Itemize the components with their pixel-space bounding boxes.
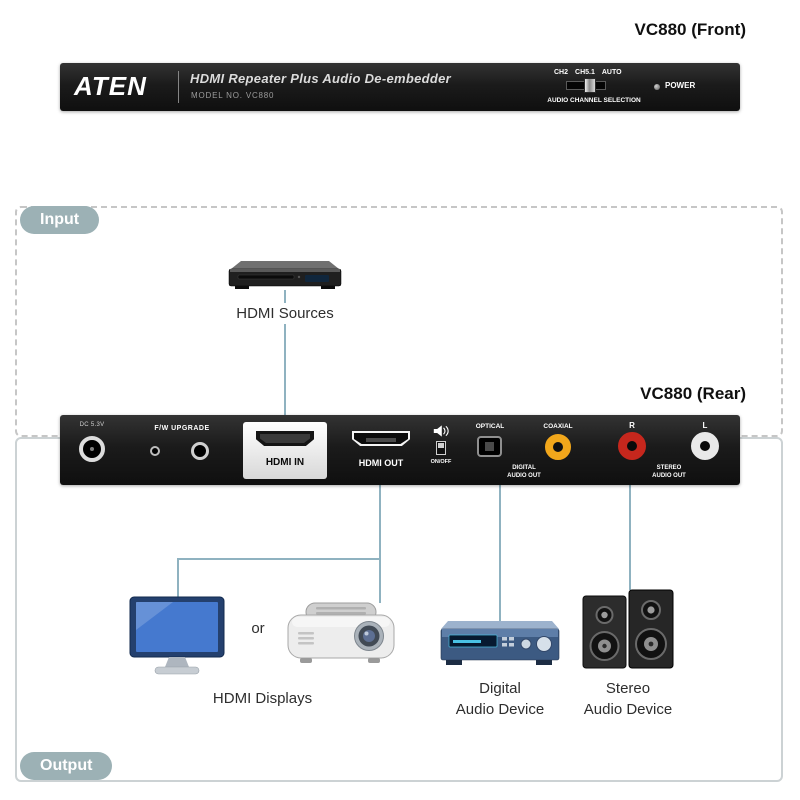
stereo-audio-device-line2: Audio Device	[583, 701, 673, 718]
channel-option-ch2: CH2	[554, 69, 569, 76]
rca-white-port	[691, 432, 719, 460]
stereo-audio-out-label: STEREO AUDIO OUT	[616, 464, 722, 480]
digital-audio-device-line1: Digital	[479, 680, 521, 697]
aten-logo: ATEN	[74, 71, 147, 101]
audio-onoff-group: ON/OFF	[426, 424, 456, 480]
or-label: or	[251, 620, 265, 637]
hdmi-in-connector	[256, 431, 314, 446]
stereo-speakers-image	[582, 588, 674, 675]
digital-audio-device-line2: Audio Device	[455, 701, 545, 718]
dc-power-jack	[79, 436, 105, 462]
coaxial-rca-port	[545, 434, 571, 460]
output-badge: Output	[20, 752, 113, 780]
digital-audio-device-label: Digital Audio Device	[430, 678, 570, 720]
logo-divider	[178, 71, 179, 103]
channel-option-ch51: CH5.1	[575, 69, 595, 76]
optical-label: OPTICAL	[475, 423, 505, 430]
fw-reset-port	[150, 446, 160, 456]
audio-onoff-switch	[436, 441, 446, 455]
hdmi-displays-label: HDMI Displays	[212, 690, 313, 707]
connector-line-source	[284, 290, 286, 418]
stereo-audio-out-line2: AUDIO OUT	[652, 473, 686, 479]
audio-channel-slider-knob	[584, 78, 596, 93]
hdmi-in-slot	[260, 434, 310, 443]
hdmi-out-label: HDMI OUT	[358, 458, 404, 468]
input-badge: Input	[20, 206, 100, 234]
power-led	[654, 84, 660, 90]
audio-channel-selection-label: AUDIO CHANNEL SELECTION	[547, 97, 641, 104]
optical-port-inner	[485, 442, 494, 451]
optical-toslink-port	[477, 436, 502, 457]
digital-audio-out-line2: AUDIO OUT	[507, 473, 541, 479]
digital-audio-device-image	[436, 618, 564, 675]
dc-power-label: DC 5.3V	[79, 422, 105, 428]
speaker-icon	[433, 424, 449, 443]
right-channel-label: R	[629, 421, 635, 430]
stereo-audio-device-label: Stereo Audio Device	[558, 678, 698, 720]
upgrade-jack-port	[191, 442, 209, 460]
power-label: POWER	[665, 81, 696, 90]
hdmi-out-group: HDMI OUT	[339, 422, 423, 479]
on-off-label: ON/OFF	[430, 459, 452, 465]
rear-view-title: VC880 (Rear)	[640, 384, 746, 403]
front-view-title: VC880 (Front)	[634, 20, 746, 39]
audio-onoff-switch-knob	[438, 443, 444, 448]
connector-line-stereo-audio	[629, 485, 631, 590]
monitor-image	[129, 596, 225, 681]
dc-jack-pin	[90, 447, 94, 451]
audio-channel-slider	[566, 78, 606, 93]
hdmi-out-connector	[352, 431, 410, 446]
hdmi-sources-label: HDMI Sources	[210, 303, 360, 324]
projector-image	[286, 598, 396, 675]
connector-line-display-branch	[177, 558, 381, 560]
fw-upgrade-label: F/W UPGRADE	[154, 425, 210, 432]
digital-audio-out-line1: DIGITAL	[512, 465, 536, 471]
stereo-audio-device-line1: Stereo	[605, 680, 651, 697]
rca-red-port	[618, 432, 646, 460]
coaxial-label: COAXIAL	[543, 423, 573, 430]
product-title: HDMI Repeater Plus Audio De-embedder	[190, 71, 451, 86]
connector-line-hdmi-out	[379, 485, 381, 603]
channel-option-auto: AUTO	[601, 69, 622, 76]
hdmi-out-slot	[366, 438, 396, 442]
connector-line-monitor	[177, 558, 179, 600]
hdmi-in-label: HDMI IN	[265, 457, 305, 468]
stereo-audio-out-line1: STEREO	[656, 465, 682, 471]
connector-line-digital-audio	[499, 485, 501, 622]
model-number: MODEL NO. VC880	[191, 91, 275, 100]
rear-panel: DC 5.3V F/W UPGRADE HDMI IN HDMI OUT	[60, 415, 740, 485]
channel-options: CH2 CH5.1 AUTO	[554, 69, 622, 76]
digital-audio-out-label: DIGITAL AUDIO OUT	[462, 464, 586, 480]
front-panel: ATEN HDMI Repeater Plus Audio De-embedde…	[60, 63, 740, 111]
dvd-player-image	[225, 256, 345, 297]
left-channel-label: L	[702, 421, 708, 430]
hdmi-in-plate: HDMI IN	[243, 422, 327, 479]
hdmi-out-connector-inner	[354, 433, 408, 444]
